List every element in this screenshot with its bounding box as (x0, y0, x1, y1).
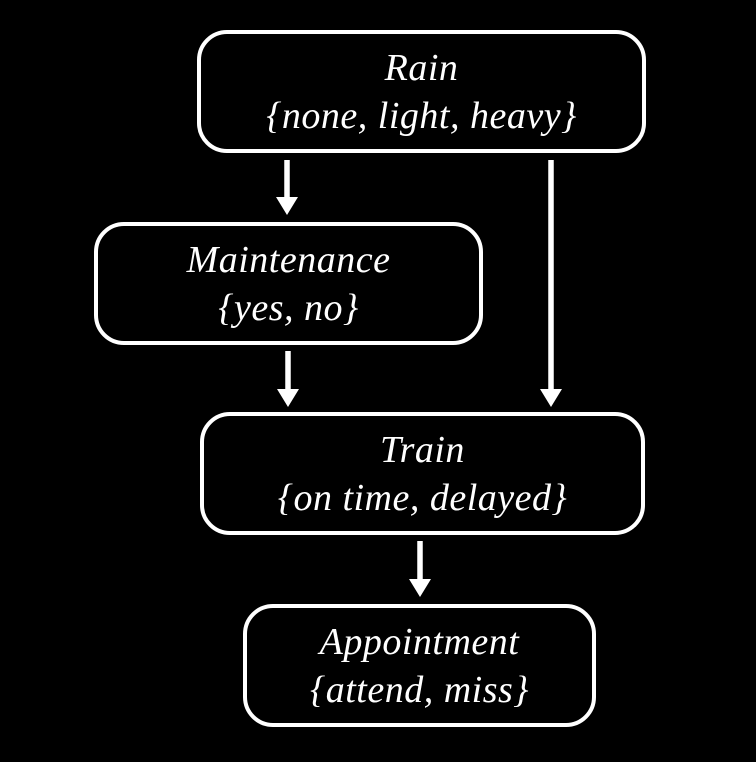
arrowhead-icon (540, 389, 562, 407)
arrowhead-icon (409, 579, 431, 597)
edge-rain-to-maintenance (276, 160, 298, 215)
arrowhead-icon (276, 197, 298, 215)
node-train: Train {on time, delayed} (200, 412, 645, 535)
edge-maintenance-to-train (277, 351, 299, 407)
node-rain: Rain {none, light, heavy} (197, 30, 646, 153)
edge-rain-to-train (540, 160, 562, 407)
node-maintenance-label: Maintenance (186, 238, 391, 281)
edge-train-to-appointment (409, 541, 431, 597)
node-appointment-label: Appointment (319, 620, 520, 663)
node-appointment-values: {attend, miss} (310, 668, 529, 711)
node-appointment: Appointment {attend, miss} (243, 604, 596, 727)
node-maintenance: Maintenance {yes, no} (94, 222, 483, 345)
node-train-label: Train (380, 428, 465, 471)
node-maintenance-values: {yes, no} (218, 286, 359, 329)
arrowhead-icon (277, 389, 299, 407)
node-train-values: {on time, delayed} (277, 476, 568, 519)
node-rain-label: Rain (384, 46, 459, 89)
node-rain-values: {none, light, heavy} (266, 94, 577, 137)
